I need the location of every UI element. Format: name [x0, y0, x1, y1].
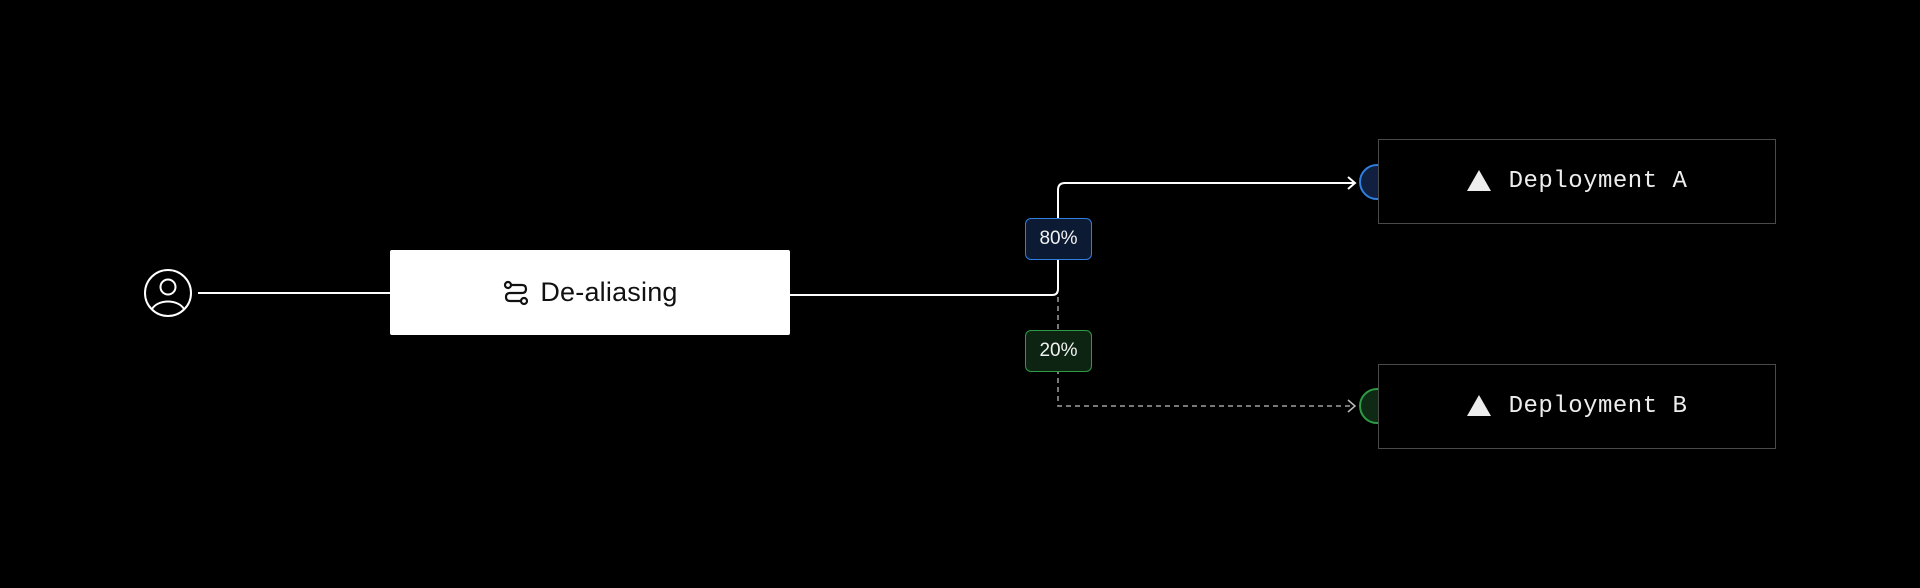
route-a-percent-badge: 80%	[1025, 218, 1092, 260]
deployment-a-label: Deployment A	[1508, 168, 1688, 195]
arrowhead-a-icon	[1347, 176, 1357, 190]
dealiasing-node: De-aliasing	[390, 250, 790, 335]
arrowhead-b-icon	[1347, 399, 1357, 413]
route-icon	[504, 280, 529, 305]
deployment-b-node: Deployment B	[1378, 364, 1776, 449]
dealiasing-label: De-aliasing	[540, 277, 678, 307]
deployment-a-node: Deployment A	[1378, 139, 1776, 224]
user-icon	[144, 269, 192, 317]
connector-branch-to-deployment-b	[1057, 297, 1354, 407]
triangle-icon	[1466, 394, 1491, 416]
route-b-percent-badge: 20%	[1025, 330, 1092, 372]
deployment-b-label: Deployment B	[1508, 393, 1688, 420]
triangle-icon	[1466, 169, 1491, 191]
